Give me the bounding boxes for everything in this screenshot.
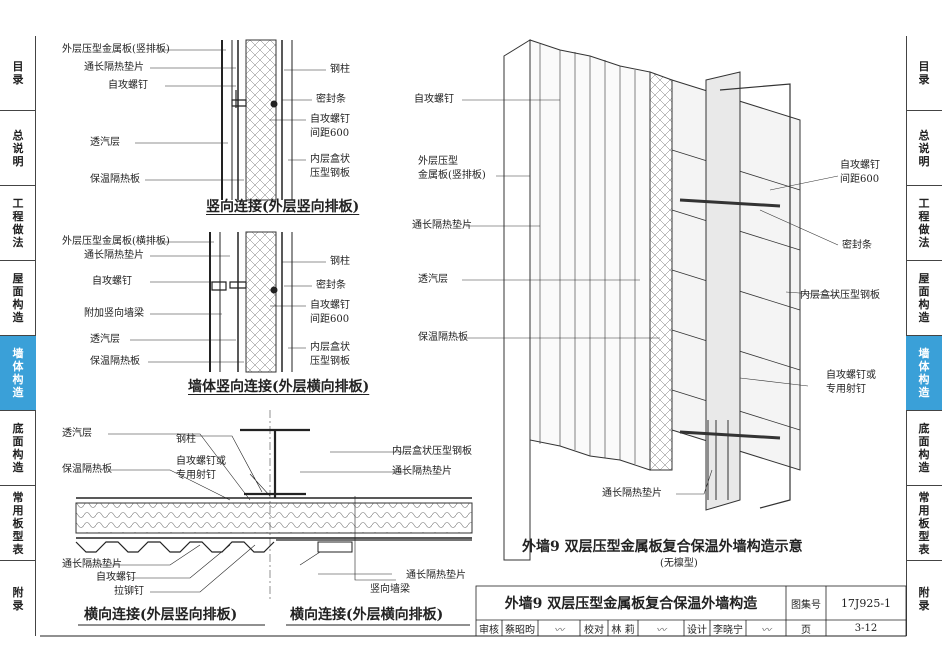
- fig4-caption: 外墙9 双层压型金属板复合保温外墙构造示意: [522, 539, 803, 555]
- fig4-label-screw-or-b: 专用射钉: [826, 384, 866, 395]
- fig4-label-outer-b: 金属板(竖排板): [418, 170, 486, 181]
- fig2-label-inner-a: 内层盒状: [310, 342, 350, 353]
- fig3-label-girt: 竖向墙梁: [370, 584, 410, 595]
- fig2-label-steel-column: 钢柱: [330, 256, 350, 267]
- fig3-caption-right: 横向连接(外层横向排板): [290, 607, 444, 623]
- title-block: 外墙9 双层压型金属板复合保温外墙构造 图集号 17J925-1 审核 蔡昭昀 …: [476, 586, 906, 636]
- left-chapter-tabs: 目录 总说明 工程做法 屋面构造 墙体构造 底面构造 常用板型表 附录: [0, 36, 36, 636]
- fig4-label-inner-sheet: 内层盒状压型钢板: [800, 290, 880, 301]
- check-label: 校对: [584, 624, 604, 636]
- fig3-plan: [75, 410, 473, 626]
- review-label: 审核: [479, 624, 499, 636]
- tab-appendix[interactable]: 附录: [12, 585, 24, 612]
- fig3-label-breather: 透汽层: [62, 428, 92, 439]
- fig4-label-thermal-strip: 通长隔热垫片: [412, 220, 472, 231]
- fig4-label-breather: 透汽层: [418, 274, 448, 285]
- design-label: 设计: [687, 624, 707, 636]
- fig4-label-thermal-strip-bottom: 通长隔热垫片: [602, 488, 662, 499]
- tab-toc[interactable]: 目录: [906, 36, 942, 111]
- atlas-label: 图集号: [791, 599, 821, 611]
- right-chapter-tabs: 目录 总说明 工程做法 屋面构造 墙体构造 底面构造 常用板型表 附录: [906, 36, 942, 636]
- fig3-label-rivet: 拉铆钉: [114, 586, 144, 597]
- fig4-subcaption: (无檩型): [660, 558, 698, 569]
- tab-base[interactable]: 底面构造: [0, 411, 36, 486]
- fig3-label-thermal-strip-left: 通长隔热垫片: [62, 559, 122, 570]
- tab-boards[interactable]: 常用板型表: [906, 486, 942, 561]
- design-name: 李晓宁: [713, 624, 743, 636]
- fig2-section: [130, 231, 326, 373]
- fig1-caption: 竖向连接(外层竖向排板): [206, 199, 360, 215]
- review-name: 蔡昭昀: [505, 624, 535, 636]
- fig3-label-steel-column: 钢柱: [176, 434, 196, 445]
- fig2-label-spacing: 间距600: [310, 314, 350, 325]
- fig3-label-screw: 自攻螺钉: [96, 572, 136, 583]
- fig1-label-insulation: 保温隔热板: [90, 174, 140, 185]
- fig4-label-insulation: 保温隔热板: [418, 332, 468, 343]
- page-number: 3-12: [854, 622, 878, 634]
- fig4-label-screw: 自攻螺钉: [414, 94, 454, 105]
- fig2-label-screw-right: 自攻螺钉: [310, 300, 350, 311]
- fig2-label-outer-panel: 外层压型金属板(横排板): [62, 236, 170, 247]
- fig3-label-thermal-strip-top: 通长隔热垫片: [392, 466, 452, 477]
- fig4-label-screw-right: 自攻螺钉: [840, 160, 880, 171]
- fig1-label-outer-panel: 外层压型金属板(竖排板): [62, 44, 170, 55]
- fig4-label-spacing: 间距600: [840, 174, 880, 185]
- fig2-label-breather: 透汽层: [90, 334, 120, 345]
- tab-base[interactable]: 底面构造: [906, 411, 942, 486]
- fig3-label-thermal-strip-right: 通长隔热垫片: [406, 570, 466, 581]
- tab-practice[interactable]: 工程做法: [906, 186, 942, 261]
- fig1-label-steel-column: 钢柱: [330, 64, 350, 75]
- check-signature: 〰: [656, 624, 666, 636]
- fig3-label-screw-or-a: 自攻螺钉或: [176, 456, 226, 467]
- fig3-label-screw-or-b: 专用射钉: [176, 470, 216, 481]
- tab-wall[interactable]: 墙体构造: [0, 336, 36, 411]
- tab-roof[interactable]: 屋面构造: [0, 261, 36, 336]
- check-name: 林 莉: [611, 624, 635, 636]
- tab-wall[interactable]: 墙体构造: [906, 336, 942, 411]
- tab-practice[interactable]: 工程做法: [0, 186, 36, 261]
- fig1-label-breather: 透汽层: [90, 137, 120, 148]
- fig3-label-insulation: 保温隔热板: [62, 464, 112, 475]
- fig2-label-inner-b: 压型钢板: [310, 356, 350, 367]
- fig1-label-screw-right: 自攻螺钉: [310, 114, 350, 125]
- fig2-label-insulation: 保温隔热板: [90, 356, 140, 367]
- tab-general[interactable]: 总说明: [0, 111, 36, 186]
- drawing-title: 外墙9 双层压型金属板复合保温外墙构造: [504, 596, 758, 612]
- title-block-grid: [475, 585, 907, 637]
- tab-boards[interactable]: 常用板型表: [0, 486, 36, 561]
- fig4-axonometric: [462, 39, 841, 561]
- design-signature: 〰: [761, 624, 771, 636]
- tab-general[interactable]: 总说明: [906, 111, 942, 186]
- fig2-label-seal: 密封条: [316, 280, 346, 291]
- fig3-caption-left: 横向连接(外层竖向排板): [84, 607, 238, 623]
- fig4-label-outer-a: 外层压型: [418, 156, 458, 167]
- fig4-label-screw-or-a: 自攻螺钉或: [826, 370, 876, 381]
- fig1-label-inner-b: 压型钢板: [310, 168, 350, 179]
- tab-appendix[interactable]: 附录: [918, 585, 930, 612]
- fig2-label-screw: 自攻螺钉: [92, 276, 132, 287]
- fig1-section: [135, 39, 326, 201]
- tab-toc[interactable]: 目录: [0, 36, 36, 111]
- fig2-label-thermal-strip: 通长隔热垫片: [84, 250, 144, 261]
- review-signature: 〰: [554, 624, 564, 636]
- fig1-label-spacing: 间距600: [310, 128, 350, 139]
- fig1-label-inner-a: 内层盒状: [310, 154, 350, 165]
- fig2-label-girt: 附加竖向墙梁: [84, 308, 144, 319]
- tab-roof[interactable]: 屋面构造: [906, 261, 942, 336]
- fig1-label-screw: 自攻螺钉: [108, 80, 148, 91]
- fig2-caption: 墙体竖向连接(外层横向排板): [188, 379, 370, 395]
- atlas-number: 17J925-1: [840, 596, 892, 610]
- fig4-label-seal: 密封条: [842, 240, 872, 251]
- fig3-label-inner-sheet: 内层盒状压型钢板: [392, 446, 472, 457]
- page-label: 页: [801, 624, 811, 636]
- fig1-label-seal: 密封条: [316, 94, 346, 105]
- fig1-label-thermal-strip: 通长隔热垫片: [84, 62, 144, 73]
